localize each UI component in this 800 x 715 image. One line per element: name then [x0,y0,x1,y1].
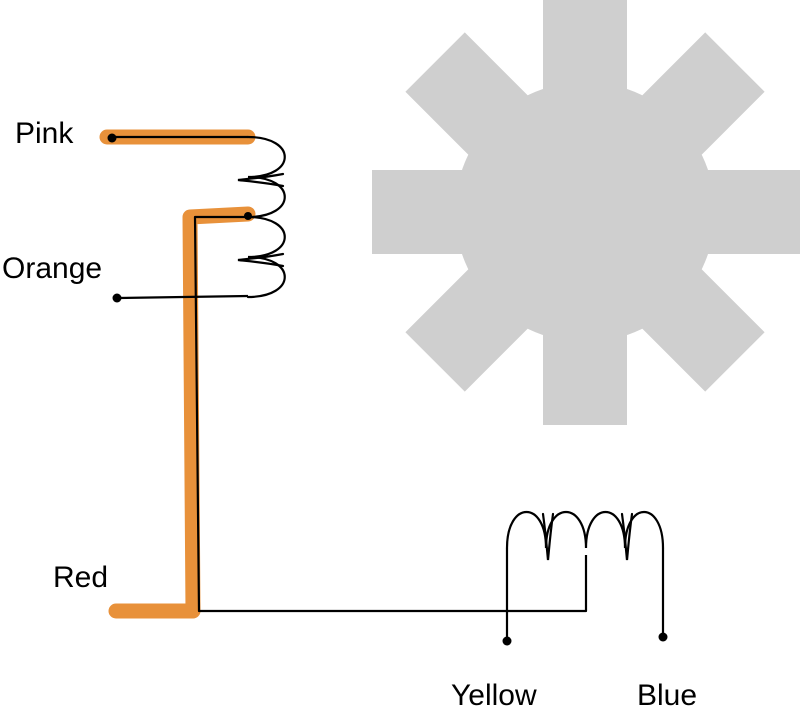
pink-terminal-dot [107,133,117,143]
rotor-tooth-diagonal-b [405,32,765,392]
signal-wires [112,135,665,640]
blue-terminal-dot [658,632,668,642]
lower-coil-loop-2 [620,512,634,561]
center-tap-dot [244,212,252,220]
highlight-wires [99,129,256,619]
yellow-label: Yellow [451,679,537,712]
blue-label: Blue [637,679,697,712]
rotor-gear [372,0,800,425]
lower-coil [505,510,665,561]
red-wire-highlight [108,206,256,619]
pink-label: Pink [15,117,74,150]
upper-coil-loop-2 [237,252,285,268]
orange-label: Orange [2,252,102,285]
orange-wire [117,294,249,300]
red-label: Red [53,561,108,594]
upper-coil-loop-1 [237,172,285,188]
terminal-dots [107,133,668,646]
yellow-terminal-dot [502,636,512,646]
lower-coil-loop-1 [541,512,555,561]
red-wire [193,215,588,613]
lower-coil-winding [505,510,665,550]
upper-coil-winding [246,135,286,299]
orange-terminal-dot [112,293,122,303]
